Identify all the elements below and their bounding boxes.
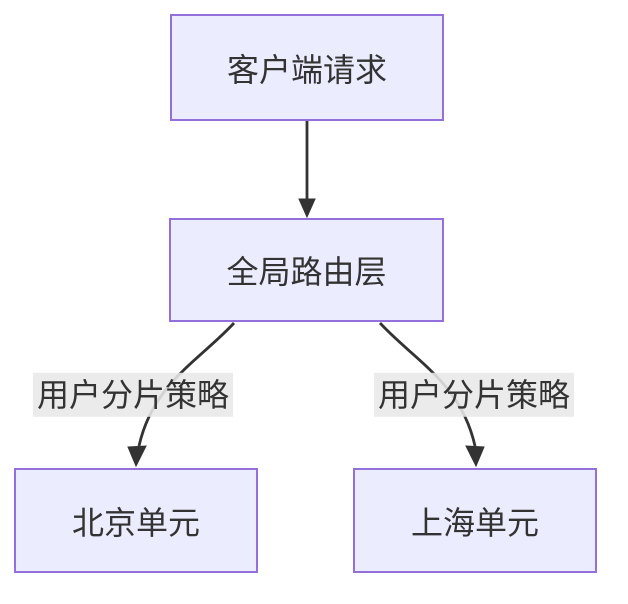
node-client-request-label: 客户端请求 bbox=[226, 51, 387, 88]
edge-client-to-router bbox=[298, 121, 316, 219]
node-global-routing-layer: 全局路由层 bbox=[169, 218, 444, 322]
edge-label-sharding-strategy-left: 用户分片策略 bbox=[32, 372, 234, 418]
node-beijing-unit-label: 北京单元 bbox=[71, 504, 200, 541]
arrowhead-icon bbox=[298, 198, 316, 219]
arrowhead-icon bbox=[465, 445, 485, 468]
node-global-routing-layer-label: 全局路由层 bbox=[226, 254, 387, 290]
node-beijing-unit: 北京单元 bbox=[14, 468, 258, 573]
node-shanghai-unit-label: 上海单元 bbox=[410, 504, 539, 541]
edge-label-sharding-strategy-right: 用户分片策略 bbox=[373, 372, 575, 418]
arrowhead-icon bbox=[127, 445, 147, 468]
node-shanghai-unit: 上海单元 bbox=[353, 468, 597, 573]
node-client-request: 客户端请求 bbox=[170, 14, 444, 121]
